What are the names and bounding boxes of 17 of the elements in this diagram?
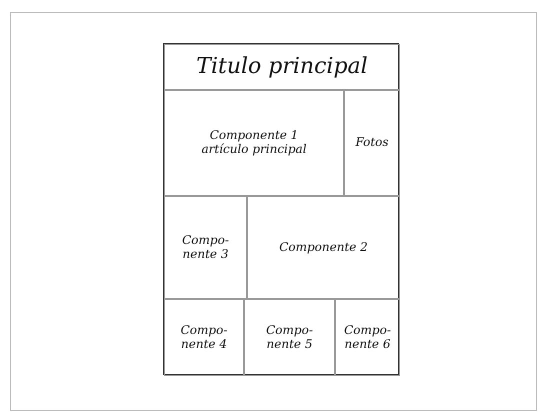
- title-text: Titulo principal: [195, 54, 369, 80]
- cell-label: Compo- nente 6: [343, 324, 392, 352]
- layout-cell: [344, 90, 400, 196]
- title-band: [164, 44, 400, 90]
- cell-label: Compo- nente 3: [181, 234, 230, 262]
- page-layout-box: [163, 43, 399, 375]
- layout-cell: [164, 299, 244, 376]
- cell-label: Compo- nente 5: [265, 324, 314, 352]
- cell-label: Componente 2: [278, 240, 369, 254]
- layout-cell: [244, 299, 335, 376]
- layout-cell: [335, 299, 400, 376]
- cell-label: Componente 1 artículo principal: [200, 129, 308, 157]
- layout-cell: [247, 196, 400, 299]
- cell-label: Compo- nente 4: [180, 324, 228, 352]
- cell-label: Fotos: [354, 136, 390, 150]
- layout-cell: [164, 196, 247, 299]
- layout-cell: [164, 90, 344, 196]
